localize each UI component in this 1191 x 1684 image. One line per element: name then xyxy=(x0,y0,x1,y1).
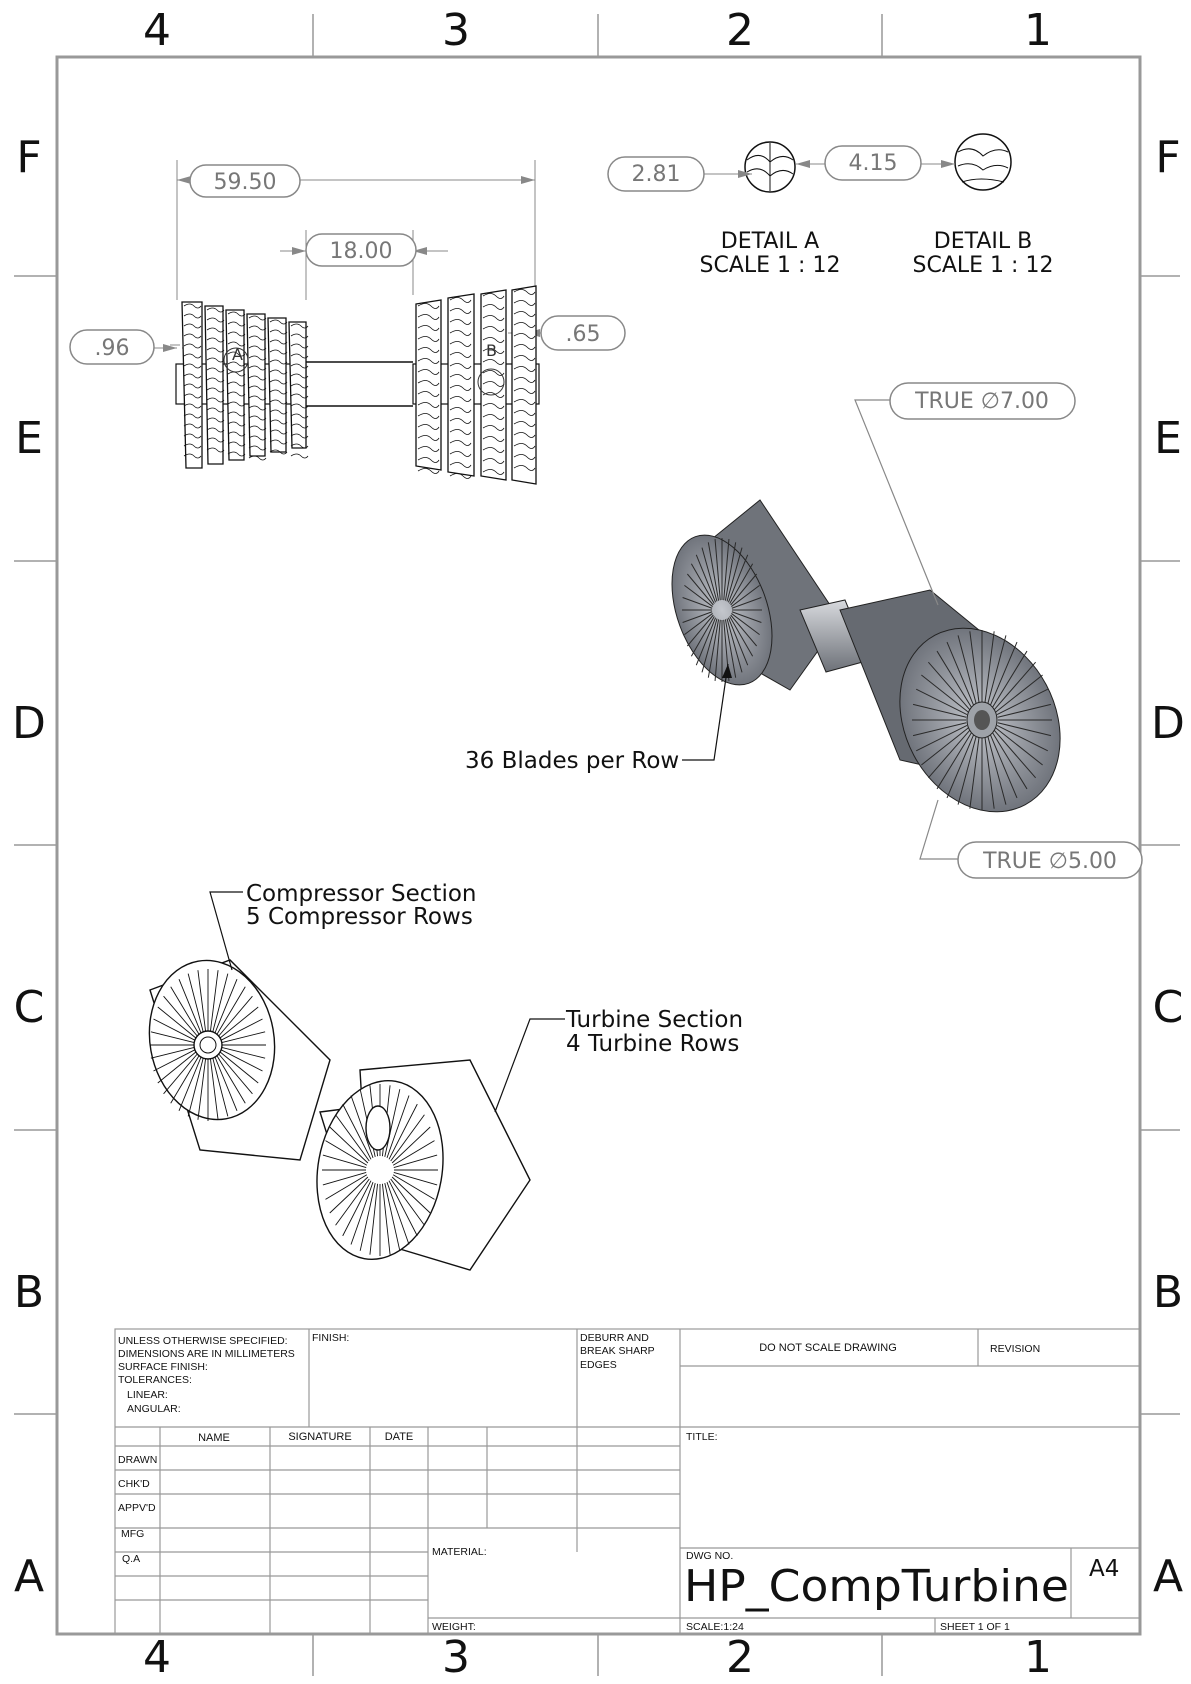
dim-balloon-true-dia-inner xyxy=(957,841,1143,879)
zone-col-4: 4 xyxy=(143,5,171,56)
zone-col-4-bottom: 4 xyxy=(143,1632,171,1683)
dim-balloon-true-dia-outer xyxy=(889,382,1076,420)
dim-balloon-detail-b xyxy=(824,145,922,181)
dim-left-offset: .96 xyxy=(95,336,130,361)
detail-b: 4.15 DETAIL B SCALE 1 : 12 xyxy=(796,133,1054,278)
dim-balloon-detail-a xyxy=(607,156,705,192)
spec-line-5: LINEAR: xyxy=(127,1389,168,1401)
weight-label: WEIGHT: xyxy=(432,1621,476,1633)
spec-line-3: SURFACE FINISH: xyxy=(118,1361,208,1373)
zone-labels-left: F E D C B A xyxy=(12,132,46,1602)
spec-line-2: DIMENSIONS ARE IN MILLIMETERS xyxy=(118,1348,295,1360)
shaded-isometric-view xyxy=(671,499,1061,813)
finish-label: FINISH: xyxy=(312,1332,349,1344)
spec-line-4: TOLERANCES: xyxy=(118,1374,192,1386)
dim-right-offset: .65 xyxy=(566,322,601,347)
dim-balloon-overall xyxy=(189,164,301,198)
zone-row-e: E xyxy=(15,413,43,464)
row-checked: CHK'D xyxy=(118,1478,150,1490)
shaded-leaders xyxy=(854,399,958,860)
do-not-scale-label: DO NOT SCALE DRAWING xyxy=(759,1342,897,1354)
zone-col-2-bottom: 2 xyxy=(726,1632,754,1683)
note-turbine-rows: 4 Turbine Rows xyxy=(566,1031,739,1057)
note-compressor-rows: 5 Compressor Rows xyxy=(246,904,473,930)
zone-col-3-bottom: 3 xyxy=(442,1632,470,1683)
dwg-no-label: DWG NO. xyxy=(686,1550,733,1562)
title-block-text: UNLESS OTHERWISE SPECIFIED: DIMENSIONS A… xyxy=(118,1332,1119,1633)
zone-labels-right: F E D C B A xyxy=(1151,132,1185,1602)
line-iso-leaders xyxy=(209,891,565,1113)
title-label: TITLE: xyxy=(686,1431,718,1443)
dim-detail-b: 4.15 xyxy=(849,151,898,176)
col-name: NAME xyxy=(198,1432,230,1444)
zone-row-c: C xyxy=(14,982,45,1033)
col-signature: SIGNATURE xyxy=(288,1431,351,1443)
dim-detail-a: 2.81 xyxy=(632,162,681,187)
spec-line-6: ANGULAR: xyxy=(127,1403,181,1415)
dim-balloon-gap xyxy=(305,233,417,267)
dim-true-dia-inner: TRUE ∅5.00 xyxy=(982,849,1117,874)
dim-overall-length: 59.50 xyxy=(214,170,277,195)
zone-row-f: F xyxy=(16,132,41,183)
zone-col-2: 2 xyxy=(726,5,754,56)
detail-b-scale: SCALE 1 : 12 xyxy=(913,253,1054,278)
material-label: MATERIAL: xyxy=(432,1546,487,1558)
scale-label: SCALE:1:24 xyxy=(686,1621,744,1633)
detail-b-circle xyxy=(954,133,1012,191)
zone-col-3: 3 xyxy=(442,5,470,56)
zone-col-1-bottom: 1 xyxy=(1024,1632,1052,1683)
zone-row-b-right: B xyxy=(1153,1267,1183,1318)
row-drawn: DRAWN xyxy=(118,1454,157,1466)
zone-row-d-right: D xyxy=(1151,698,1185,749)
sheet-size: A4 xyxy=(1089,1556,1119,1582)
detail-a-scale: SCALE 1 : 12 xyxy=(700,253,841,278)
detail-a-title: DETAIL A xyxy=(721,229,819,254)
zone-labels-top: 4 3 2 1 xyxy=(143,5,1052,56)
row-approved: APPV'D xyxy=(118,1502,156,1514)
deburr-line-2: BREAK SHARP xyxy=(580,1345,655,1357)
zone-row-f-right: F xyxy=(1155,132,1180,183)
col-date: DATE xyxy=(385,1431,414,1443)
dim-balloon-left-offset xyxy=(69,329,155,365)
detail-callout-b: B xyxy=(486,341,497,360)
dim-true-dia-outer: TRUE ∅7.00 xyxy=(914,389,1049,414)
detail-a: 2.81 DETAIL A SCALE 1 : 12 xyxy=(607,141,841,278)
note-blades-per-row: 36 Blades per Row xyxy=(465,748,679,774)
zone-row-d: D xyxy=(12,698,46,749)
dwg-number: HP_CompTurbine xyxy=(684,1561,1069,1612)
row-mfg: MFG xyxy=(121,1528,144,1540)
revision-label: REVISION xyxy=(990,1343,1040,1355)
zone-ticks xyxy=(14,14,1180,1676)
zone-row-a: A xyxy=(14,1551,44,1602)
zone-row-b: B xyxy=(14,1267,44,1318)
line-isometric-view xyxy=(148,959,531,1271)
detail-callout-a: A xyxy=(232,345,243,364)
detail-b-title: DETAIL B xyxy=(934,229,1032,254)
sheet-number: SHEET 1 OF 1 xyxy=(940,1621,1010,1633)
zone-col-1: 1 xyxy=(1024,5,1052,56)
front-view: 59.50 18.00 .96 .65 xyxy=(69,160,626,485)
zone-row-a-right: A xyxy=(1153,1551,1183,1602)
note-turbine-section: Turbine Section xyxy=(565,1007,743,1033)
title-block xyxy=(114,1328,1141,1635)
dim-gap: 18.00 xyxy=(330,239,393,264)
deburr-line-3: EDGES xyxy=(580,1359,617,1371)
zone-row-e-right: E xyxy=(1154,413,1182,464)
zone-labels-bottom: 4 3 2 1 xyxy=(143,1632,1052,1683)
row-qa: Q.A xyxy=(122,1553,140,1565)
spec-line-1: UNLESS OTHERWISE SPECIFIED: xyxy=(118,1335,288,1347)
dim-balloon-right-offset xyxy=(540,315,626,351)
note-compressor-section: Compressor Section xyxy=(246,881,477,907)
deburr-line-1: DEBURR AND xyxy=(580,1332,649,1344)
zone-row-c-right: C xyxy=(1153,982,1184,1033)
